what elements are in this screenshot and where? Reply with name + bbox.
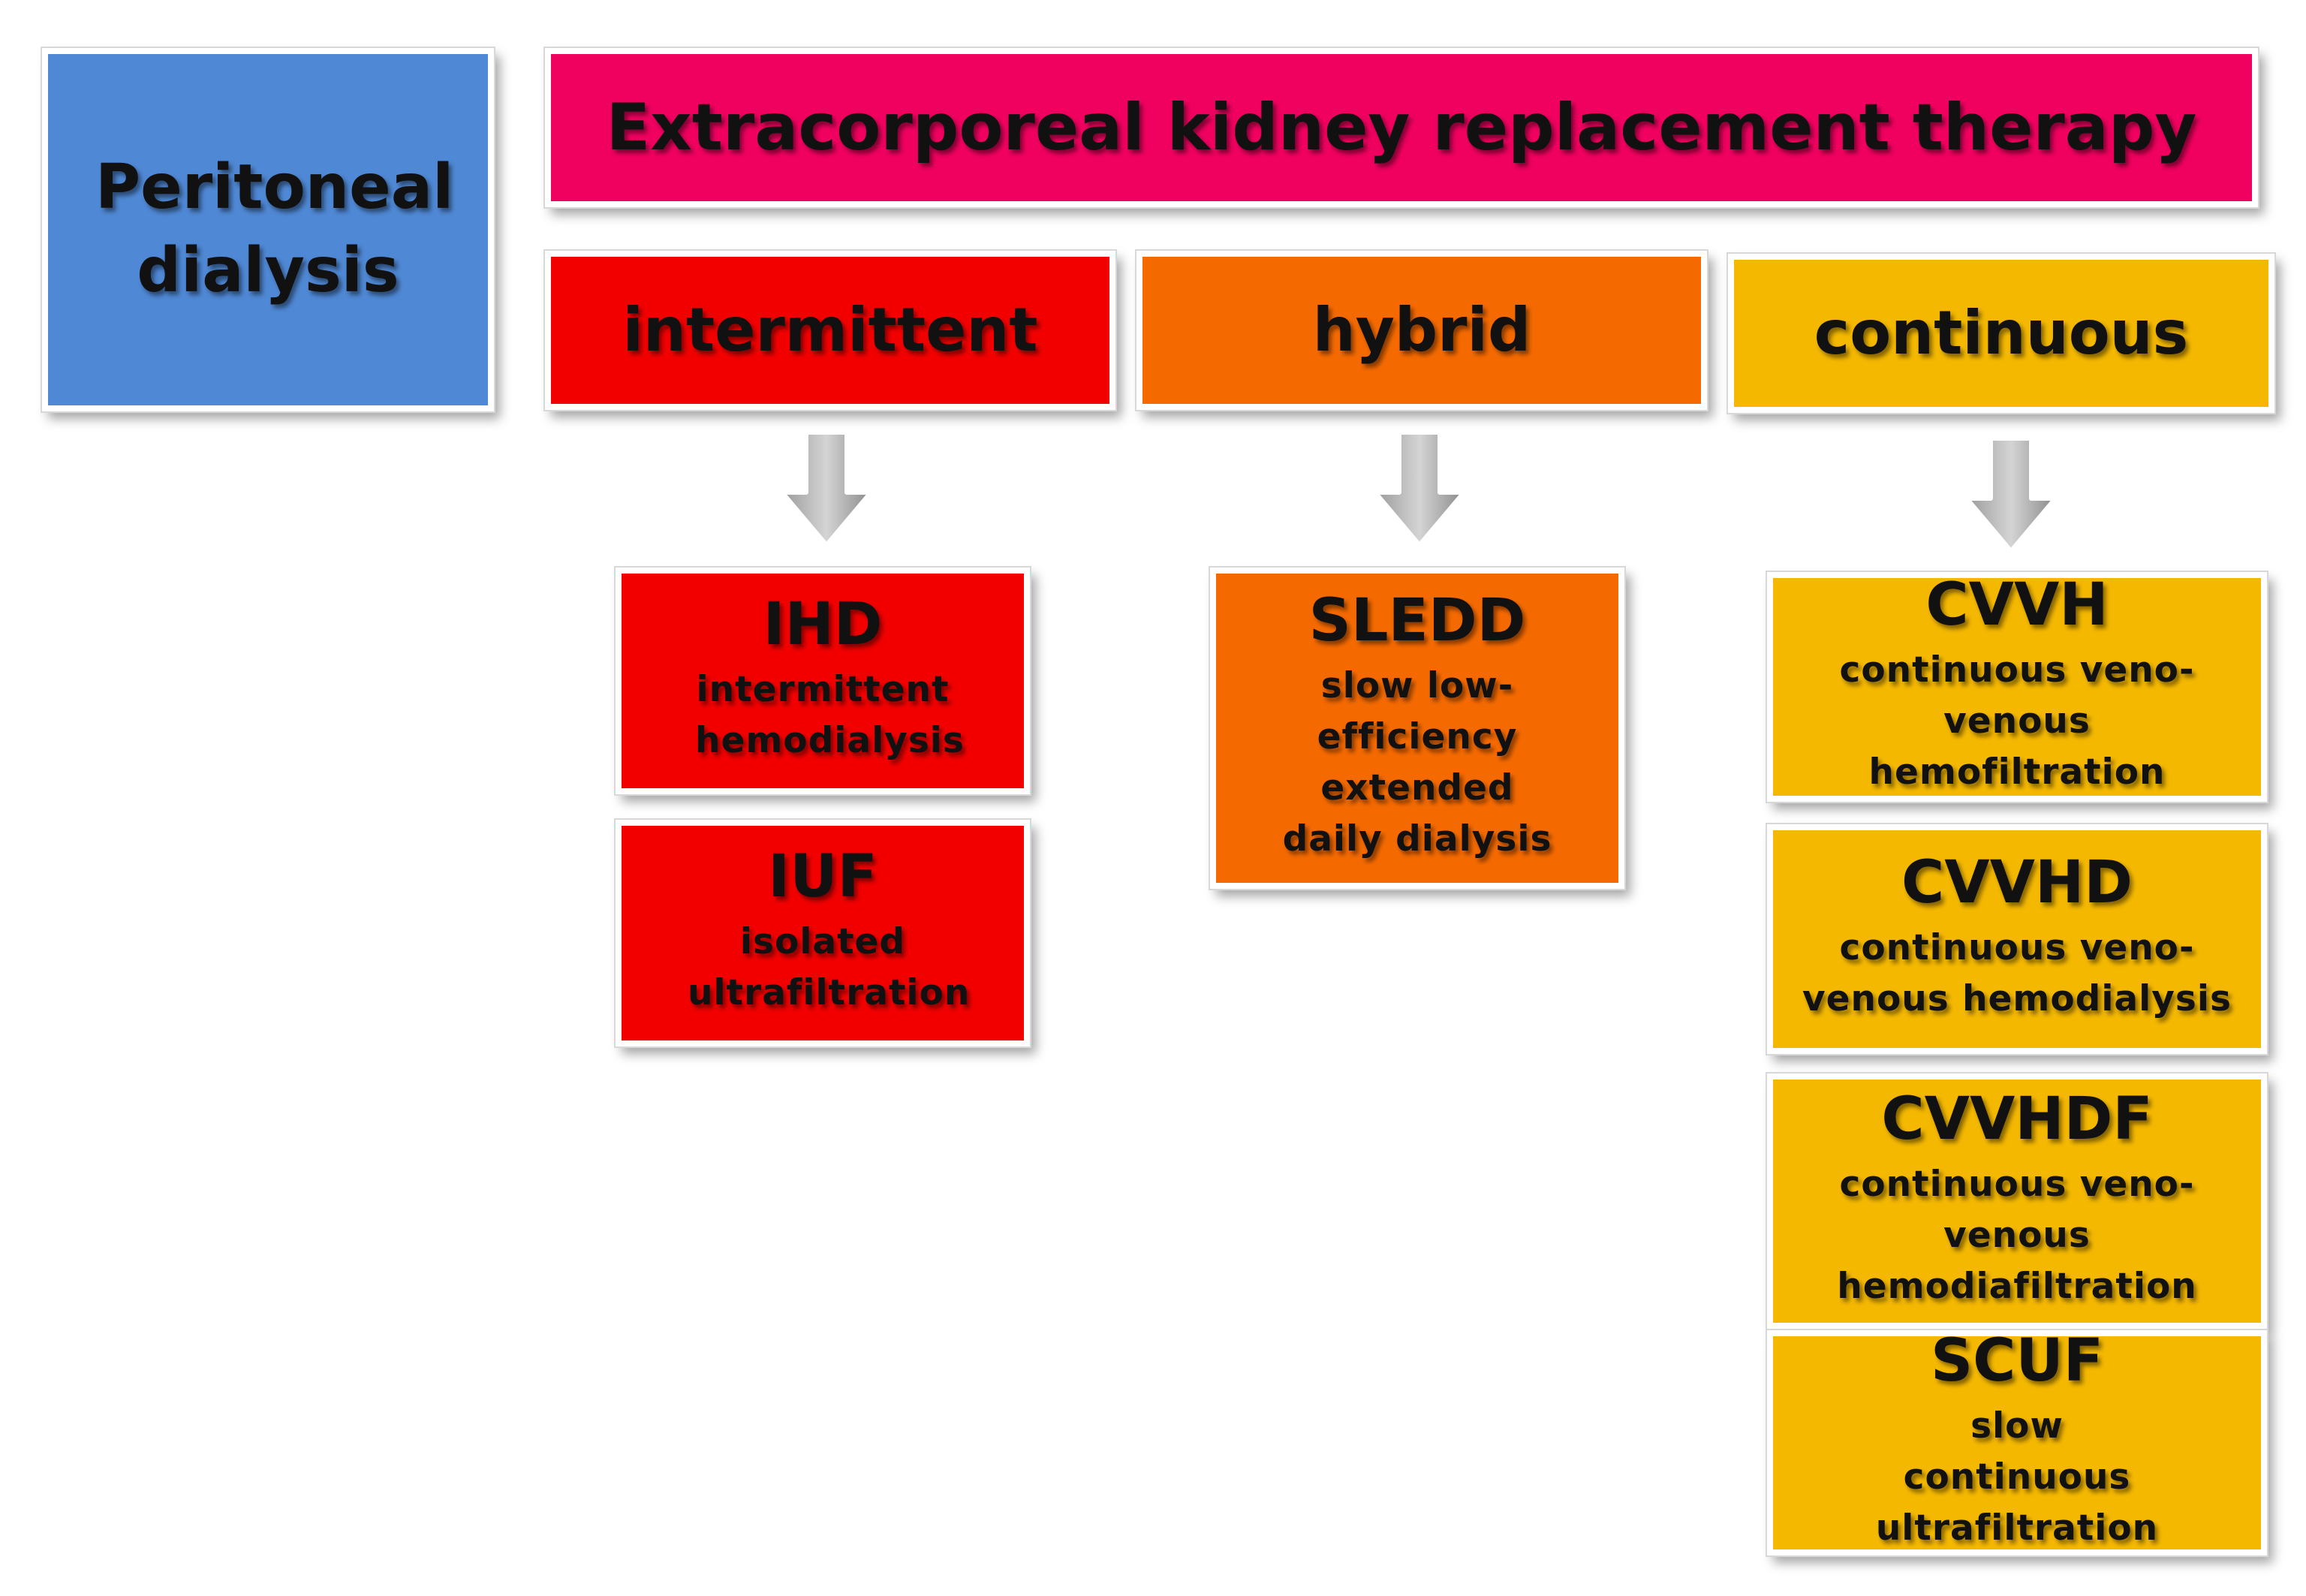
category-hybrid: hybrid <box>1135 249 1708 411</box>
extracorporeal-header-box: Extracorporeal kidney replacement therap… <box>543 47 2259 209</box>
extracorporeal-header-label: Extracorporeal kidney replacement therap… <box>606 89 2197 165</box>
peritoneal-dialysis-box: Peritoneal dialysis <box>41 47 495 413</box>
category-hybrid-label: hybrid <box>1312 295 1531 365</box>
item-cvvhdf: CVVHDF continuous veno-venous hemodiafil… <box>1766 1072 2268 1330</box>
item-abbr: CVVHD <box>1901 848 2133 917</box>
category-intermittent: intermittent <box>543 249 1117 411</box>
category-continuous-label: continuous <box>1814 298 2189 368</box>
item-scuf: SCUF slow continuous ultrafiltration <box>1766 1326 2268 1557</box>
item-desc: intermittent hemodialysis <box>695 668 965 761</box>
item-desc: continuous veno-venous hemofiltration <box>1839 649 2195 793</box>
category-continuous: continuous <box>1726 252 2276 414</box>
item-cvvh: CVVH continuous veno-venous hemofiltrati… <box>1766 571 2268 803</box>
item-abbr: IUF <box>768 842 878 911</box>
item-abbr: SCUF <box>1930 1326 2104 1395</box>
item-desc: slow low-efficiency extended daily dialy… <box>1282 664 1552 860</box>
item-cvvhd: CVVHD continuous veno-venous hemodialysi… <box>1766 823 2268 1055</box>
item-ihd: IHD intermittent hemodialysis <box>614 566 1031 796</box>
item-desc: slow continuous ultrafiltration <box>1875 1405 2159 1549</box>
peritoneal-dialysis-label: Peritoneal dialysis <box>95 152 454 306</box>
down-arrow-icon <box>1964 436 2058 553</box>
item-desc: continuous veno-venous hemodialysis <box>1802 926 2232 1019</box>
item-desc: continuous veno-venous hemodiafiltration <box>1837 1163 2197 1308</box>
item-desc: isolated ultrafiltration <box>688 920 971 1013</box>
item-abbr: IHD <box>763 590 883 658</box>
item-abbr: CVVH <box>1925 571 2109 639</box>
item-sledd: SLEDD slow low-efficiency extended daily… <box>1209 566 1626 890</box>
item-iuf: IUF isolated ultrafiltration <box>614 818 1031 1048</box>
down-arrow-icon <box>1373 430 1466 547</box>
item-abbr: SLEDD <box>1308 586 1526 655</box>
down-arrow-icon <box>780 430 873 547</box>
item-abbr: CVVHDF <box>1881 1085 2153 1153</box>
category-intermittent-label: intermittent <box>622 295 1038 365</box>
